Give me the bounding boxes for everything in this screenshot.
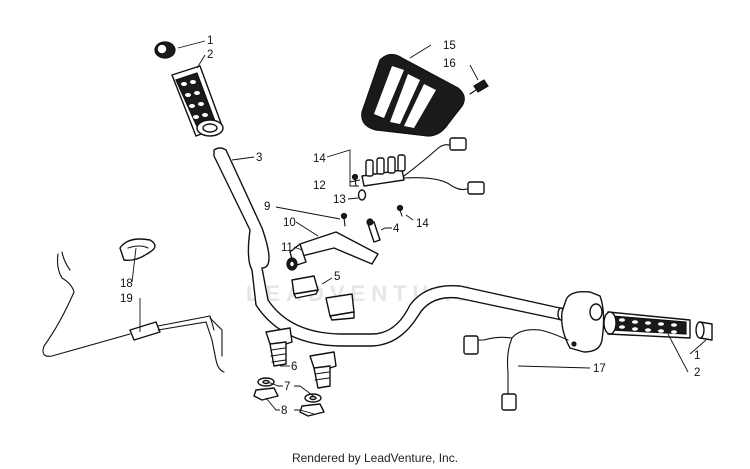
callout-16: 16 (443, 58, 456, 70)
windshield (361, 53, 489, 137)
risers (265, 327, 337, 389)
callout-10: 10 (283, 217, 296, 229)
windshield-screw (469, 79, 489, 95)
callout-5: 5 (334, 271, 340, 283)
callout-13: 13 (333, 194, 346, 206)
mount-bolt (366, 218, 381, 243)
right-grip (603, 311, 691, 339)
left-bar-end-cap (154, 41, 176, 59)
footer-credit: Rendered by LeadVenture, Inc. (292, 451, 458, 465)
callout-7: 7 (284, 381, 290, 393)
left-grip (171, 65, 224, 137)
bracket-screw-left (351, 173, 359, 187)
mount-bracket (286, 212, 381, 271)
mount-screw (340, 212, 348, 227)
throttle-cable (42, 238, 225, 373)
callout-labels: 1 2 3 4 5 6 7 8 9 10 11 12 13 14 14 15 1… (120, 35, 700, 417)
callout-8: 8 (281, 405, 287, 417)
riser-washers (257, 377, 322, 403)
callout-2-right: 2 (694, 367, 700, 379)
upper-clamps (291, 275, 355, 321)
callout-14-lower: 14 (416, 218, 429, 230)
callout-11: 11 (281, 242, 293, 254)
left-grip-assembly (154, 41, 224, 137)
callout-4: 4 (393, 223, 400, 235)
callout-2-left: 2 (207, 49, 213, 61)
callout-14-upper: 14 (313, 153, 326, 165)
callout-12: 12 (313, 180, 326, 192)
right-switch-housing (463, 290, 605, 411)
callout-6: 6 (291, 361, 297, 373)
bracket-screw-right (396, 204, 404, 217)
washer (357, 189, 367, 201)
right-bar-end-cap (695, 321, 713, 341)
leader-lines (131, 40, 707, 415)
callout-1-right: 1 (694, 350, 700, 362)
callout-15: 15 (443, 40, 456, 52)
callout-3: 3 (256, 152, 262, 164)
riser-nuts (253, 387, 325, 417)
callout-19: 19 (120, 293, 133, 305)
callout-1-left: 1 (207, 35, 213, 47)
switch-assembly (351, 137, 485, 217)
callout-17: 17 (593, 363, 606, 375)
callout-18: 18 (120, 278, 133, 290)
callout-9: 9 (264, 201, 270, 213)
